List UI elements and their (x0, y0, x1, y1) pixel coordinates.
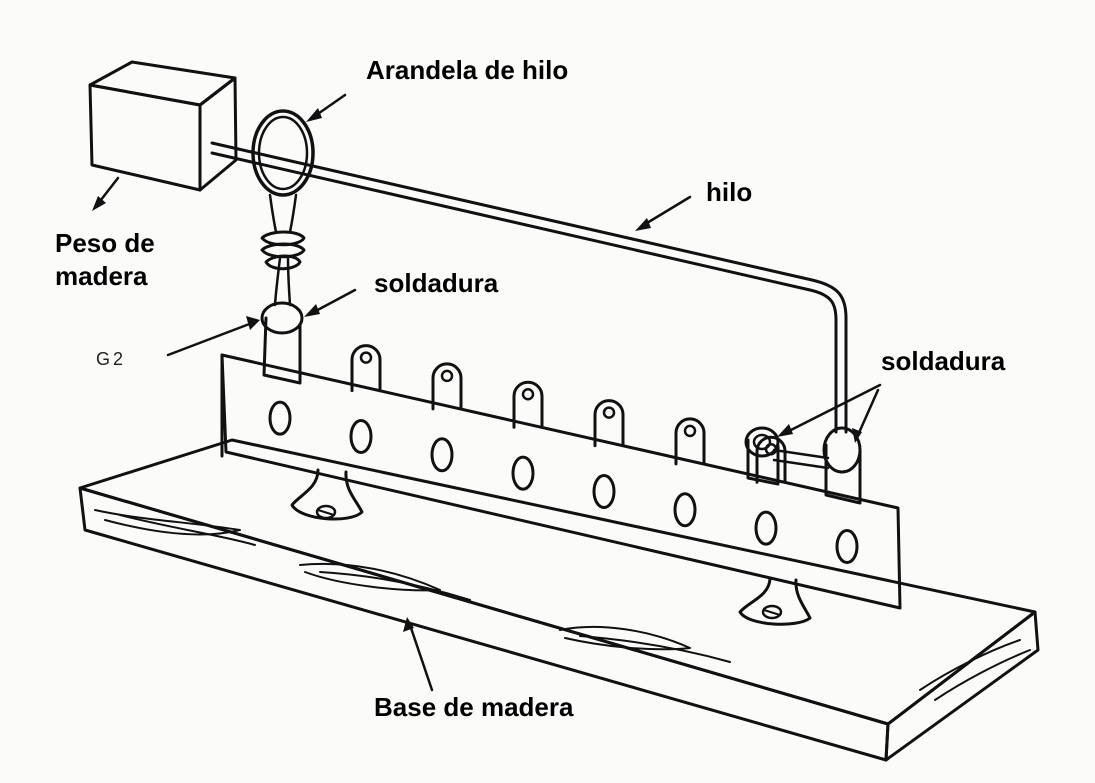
strip-hole (673, 492, 697, 528)
tab-hole (440, 369, 454, 383)
wire-washer (251, 109, 315, 271)
strip-hole (268, 400, 292, 436)
strip-hole (592, 473, 616, 509)
label-arandela-de-hilo: Arandela de hilo (366, 55, 569, 85)
terminal-tab (512, 380, 544, 429)
terminal-tab (350, 344, 382, 393)
label-hilo: hilo (706, 177, 753, 207)
wooden-weight-block (88, 60, 238, 192)
strip-hole (511, 455, 535, 491)
tab-hole (359, 351, 373, 364)
strip-hole (349, 418, 373, 454)
callout-arrows (92, 93, 882, 692)
tab-hole (602, 406, 616, 419)
terminal-tab (593, 399, 625, 448)
wire (210, 141, 848, 434)
label-peso-de: Peso de (55, 228, 155, 258)
label-soldadura-left: soldadura (374, 268, 499, 298)
g2-post (260, 256, 304, 385)
strip-hole (835, 528, 859, 564)
label-madera: madera (55, 261, 148, 291)
strip-hole (430, 437, 454, 473)
right-post (744, 426, 862, 505)
label-base-de-madera: Base de madera (374, 692, 574, 722)
label-soldadura-right: soldadura (881, 346, 1006, 376)
tab-hole (683, 424, 697, 438)
terminal-tab (674, 417, 706, 466)
terminal-tabs (350, 344, 787, 484)
terminal-strip (220, 353, 902, 610)
strip-foot-right (738, 576, 812, 626)
tab-hole (521, 388, 535, 401)
label-g2: G2 (96, 349, 127, 369)
terminal-tab (431, 362, 463, 411)
strip-holes (268, 400, 859, 564)
wooden-base (78, 438, 1040, 762)
strip-foot-left (290, 468, 364, 521)
strip-hole (754, 510, 778, 546)
